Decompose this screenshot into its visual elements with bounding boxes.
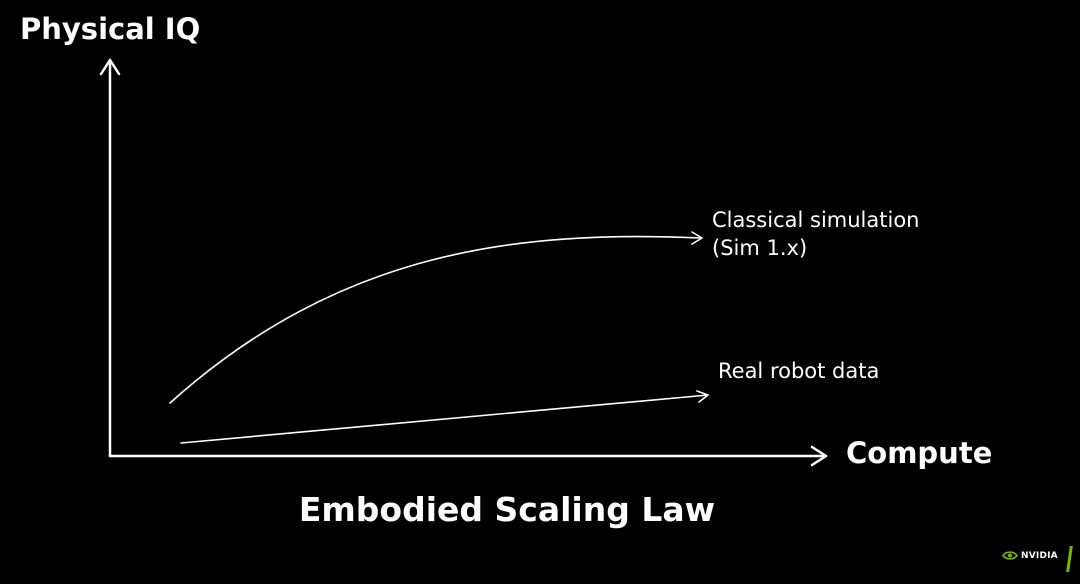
nvidia-logo: NVIDIA <box>1002 550 1058 561</box>
classical-simulation-label: Classical simulation (Sim 1.x) <box>712 206 919 262</box>
real-robot-data-arrowhead <box>696 390 709 403</box>
classical-simulation-label-line1: Classical simulation <box>712 208 920 232</box>
x-axis-arrowhead <box>810 445 828 467</box>
nvidia-logo-text: NVIDIA <box>1021 550 1058 561</box>
real-robot-data-label-line1: Real robot data <box>718 359 880 383</box>
nvidia-eye-icon <box>1002 551 1018 560</box>
y-axis-arrowhead <box>99 58 121 76</box>
real-robot-data-curve <box>180 394 709 444</box>
x-axis-title: Compute <box>846 436 993 470</box>
classical-simulation-arrowhead <box>691 231 703 245</box>
classical-simulation-label-line2: (Sim 1.x) <box>712 236 808 260</box>
y-axis-title: Physical IQ <box>20 12 201 46</box>
classical-simulation-curve <box>169 235 703 404</box>
real-robot-data-label: Real robot data <box>718 357 879 385</box>
slide-title: Embodied Scaling Law <box>298 490 716 529</box>
